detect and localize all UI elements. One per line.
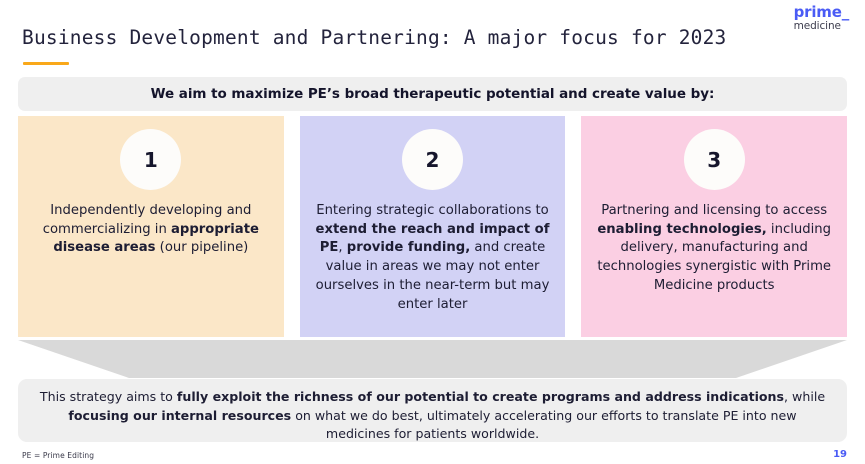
strategy-card-3: 3 Partnering and licensing to access ena… xyxy=(581,116,848,337)
card-number-3: 3 xyxy=(707,147,722,172)
summary-text: This strategy aims to fully exploit the … xyxy=(39,389,826,442)
logo-secondary-text: medicine xyxy=(793,20,841,32)
footnote-abbreviation: PE = Prime Editing xyxy=(22,451,95,460)
chevron-shape xyxy=(18,340,847,378)
card-number-badge-2: 2 xyxy=(402,129,463,190)
card-number-2: 2 xyxy=(425,147,440,172)
slide-title: Business Development and Partnering: A m… xyxy=(22,26,727,49)
strategy-cards: 1 Independently developing and commercia… xyxy=(18,116,848,337)
card-number-badge-3: 3 xyxy=(683,129,745,190)
logo-primary-text: prime_ xyxy=(793,3,850,21)
strategy-card-1: 1 Independently developing and commercia… xyxy=(18,116,284,337)
card-body-3: Partnering and licensing to access enabl… xyxy=(597,203,832,293)
company-logo: prime_ medicine xyxy=(793,3,850,32)
header-banner: We aim to maximize PE’s broad therapeuti… xyxy=(18,77,847,111)
header-banner-text: We aim to maximize PE’s broad therapeuti… xyxy=(150,86,715,102)
title-accent-rule xyxy=(23,62,69,65)
card-number-1: 1 xyxy=(143,147,158,172)
card-body-2: Entering strategic collaborations to ext… xyxy=(315,203,550,312)
summary-box: This strategy aims to fully exploit the … xyxy=(18,379,847,442)
card-number-badge-1: 1 xyxy=(120,129,182,190)
card-body-1: Independently developing and commerciali… xyxy=(42,203,259,256)
down-chevron-arrow xyxy=(18,340,847,382)
page-number: 19 xyxy=(833,449,847,460)
strategy-card-2: 2 Entering strategic collaborations to e… xyxy=(299,116,566,337)
